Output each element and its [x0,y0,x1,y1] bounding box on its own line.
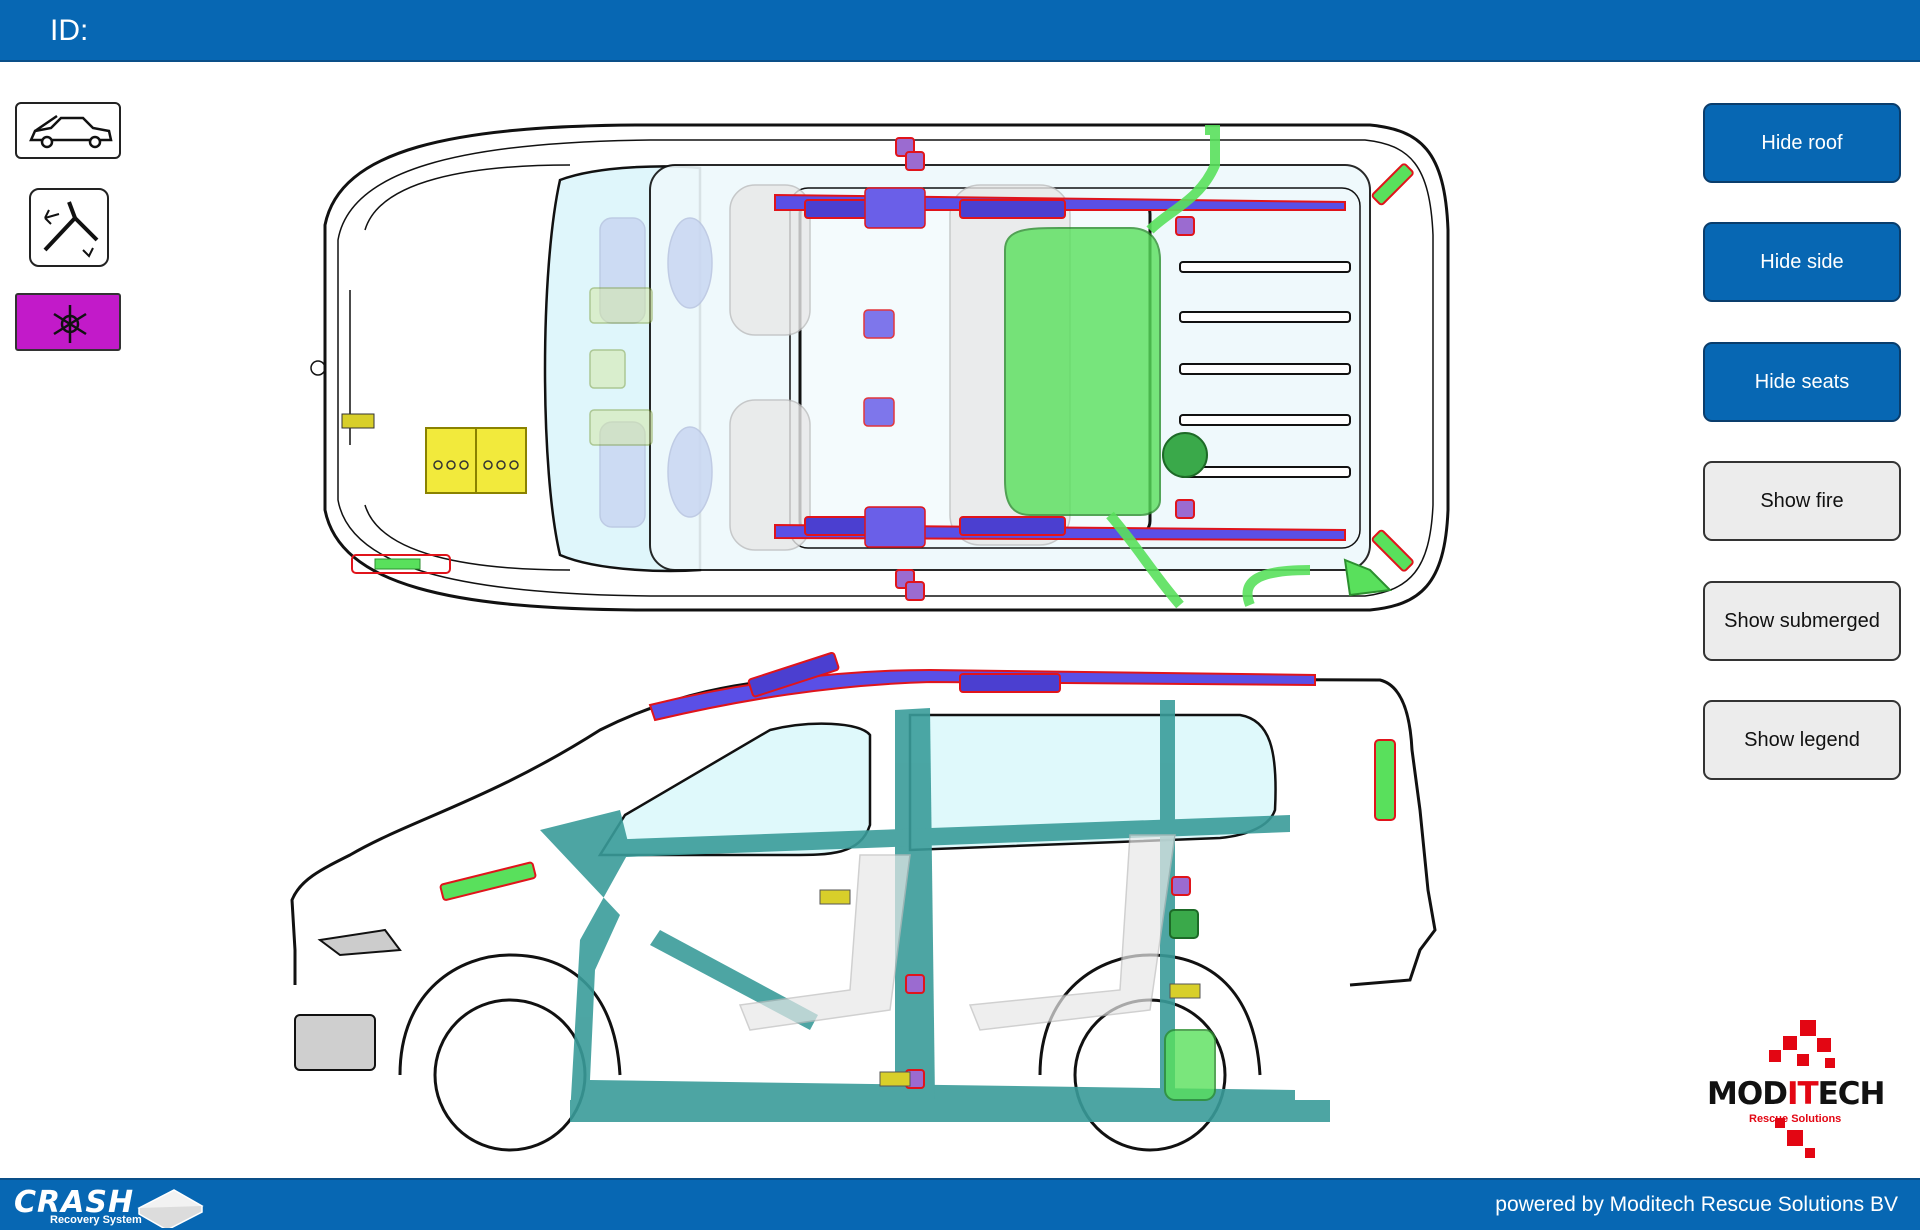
show-legend-button[interactable]: Show legend [1703,700,1901,780]
moditech-logo: MODITECH Rescue Solutions [1705,1020,1905,1160]
hide-roof-button[interactable]: Hide roof [1703,103,1901,183]
side-view [290,651,1437,1152]
book-icon [137,1189,204,1228]
moditech-logo-dots [1769,1020,1835,1158]
crash-subtitle: Recovery System [50,1214,142,1226]
show-fire-button[interactable]: Show fire [1703,461,1901,541]
header-bar: ID: [0,0,1920,62]
steering-wheel-icon [43,201,99,258]
hide-side-button[interactable]: Hide side [1703,222,1901,302]
footer-bar: CRASH Recovery System powered by Moditec… [0,1178,1920,1230]
moditech-tagline: Rescue Solutions [1749,1113,1842,1125]
front-wheel [433,998,587,1152]
powered-by-text: powered by Moditech Rescue Solutions BV [1495,1193,1898,1216]
battery-icon [425,427,527,494]
car-hood-icon [29,114,113,149]
show-submerged-button[interactable]: Show submerged [1703,581,1901,661]
crash-recovery-logo: CRASH Recovery System [12,1184,204,1228]
steering-button[interactable] [29,188,109,267]
moditech-wordmark: MODITECH [1707,1076,1885,1112]
climate-button[interactable] [15,293,121,351]
car-hood-button[interactable] [15,102,121,159]
crash-wordmark: CRASH [14,1185,135,1220]
curtain-airbag-side [648,668,1316,722]
curtain-airbag-top [774,187,1346,548]
fuel-tank [1004,227,1161,516]
vehicle-rescue-diagram [290,123,1450,1152]
top-view [310,123,1450,612]
hide-seats-button[interactable]: Hide seats [1703,342,1901,422]
vehicle-id-label: ID: [50,14,89,47]
reinforcement-structure [540,700,1330,1122]
climate-snowflake-icon [53,305,87,343]
